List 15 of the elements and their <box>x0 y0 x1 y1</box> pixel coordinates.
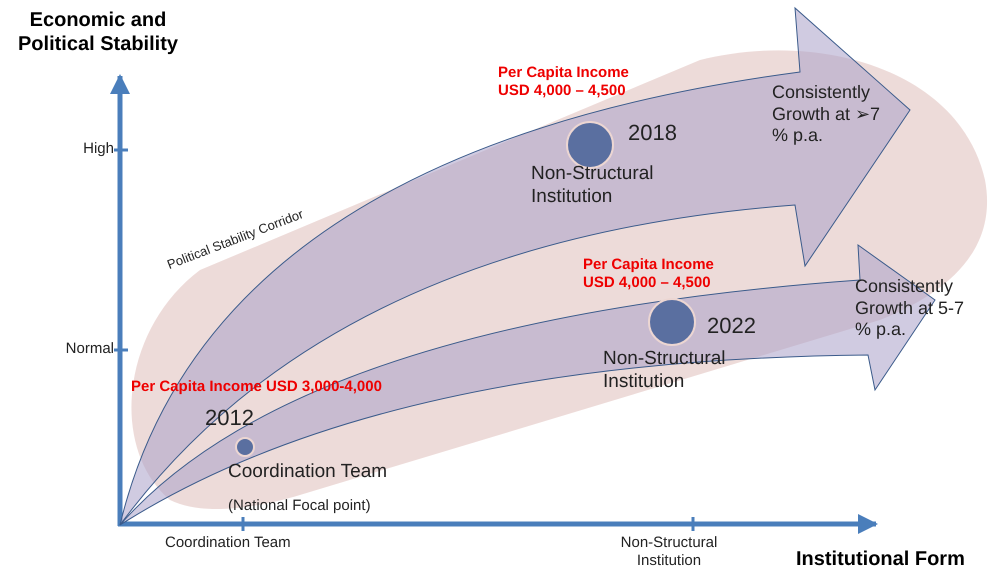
income-label: Per Capita Income USD 4,000 – 4,500 <box>498 64 630 100</box>
income-label: Per Capita Income USD 4,000 – 4,500 <box>583 256 715 292</box>
tick-label: Coordination Team <box>165 534 292 552</box>
institution-label: Coordination Team <box>228 461 388 484</box>
growth-text: Consistently Growth at ➢7 % p.a. <box>772 82 882 147</box>
axis-title: Institutional Form <box>796 547 966 571</box>
tick-label: High <box>82 140 114 158</box>
tick-label: Non-Structural Institution <box>620 534 718 570</box>
year-label: 2018 <box>628 120 678 146</box>
institution-label: Non-Structural Institution <box>603 348 726 394</box>
institution-label: Non-Structural Institution <box>531 163 654 209</box>
year-label: 2022 <box>707 313 757 340</box>
tick-label: Normal <box>64 340 114 358</box>
institution-label: (National Focal point) <box>228 497 372 515</box>
axis-title: Economic and Political Stability <box>16 8 180 56</box>
